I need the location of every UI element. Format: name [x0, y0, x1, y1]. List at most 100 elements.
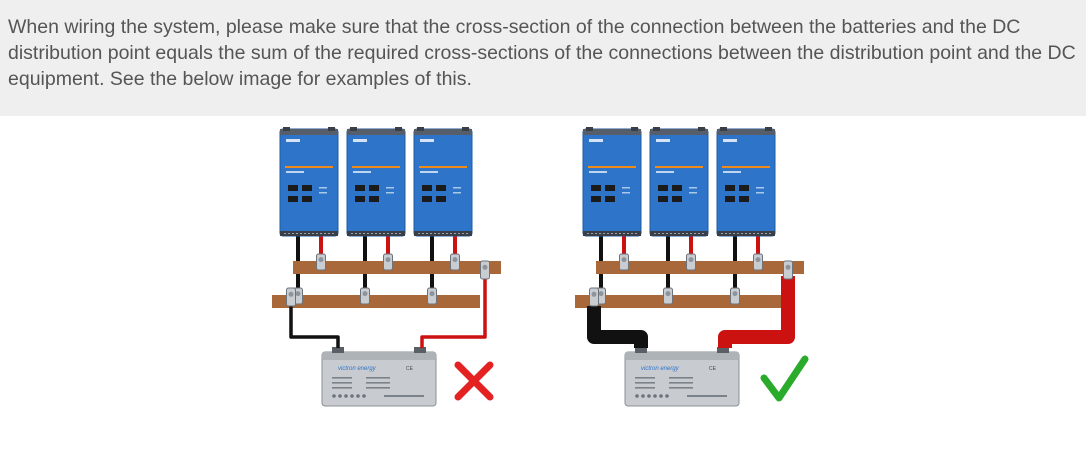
inverter-mount — [283, 127, 290, 131]
inverter-led-label — [622, 192, 630, 194]
inverter-display — [422, 196, 432, 202]
inverter-display — [739, 196, 749, 202]
battery-negative-cable — [289, 306, 340, 348]
cable-lug — [619, 253, 629, 271]
cable-lug — [663, 287, 673, 305]
green-check-icon — [760, 355, 809, 402]
inverter-display — [591, 185, 601, 191]
inverter-display — [605, 185, 615, 191]
inverter-display — [591, 196, 601, 202]
inverter-top-cap — [717, 129, 775, 135]
lug-bolt — [688, 257, 694, 263]
inverter-led-label — [756, 187, 764, 189]
inverter-led-label — [453, 192, 461, 194]
lug-body — [286, 287, 296, 307]
inverter-display — [658, 185, 668, 191]
inverter-body — [279, 128, 339, 237]
battery-warning-symbol — [635, 394, 639, 398]
inverter-display — [422, 185, 432, 191]
inverter-display — [725, 185, 735, 191]
lug-body — [480, 260, 490, 280]
inverter-display — [605, 196, 615, 202]
battery-spec-line — [332, 382, 352, 384]
battery-case — [321, 351, 437, 407]
inverter-display — [436, 185, 446, 191]
battery-warning-symbol — [653, 394, 657, 398]
battery-spec-line — [366, 382, 390, 384]
lug-body — [783, 260, 793, 280]
inverter-orange-stripe — [285, 166, 333, 168]
battery-spec-line — [669, 377, 693, 379]
inverter-negative-cable — [430, 234, 434, 274]
inverter-led-label — [622, 187, 630, 189]
inverter-led-label — [319, 187, 327, 189]
battery-warning-symbol — [647, 394, 651, 398]
inverter-display — [302, 196, 312, 202]
inverter-orange-stripe — [352, 166, 400, 168]
battery-negative-terminal — [635, 347, 647, 353]
inverter-display — [672, 185, 682, 191]
negative-busbar — [575, 295, 783, 308]
inverter-body — [413, 128, 473, 237]
instruction-note: When wiring the system, please make sure… — [0, 0, 1086, 116]
battery-spec-line — [366, 387, 390, 389]
inverter-body — [649, 128, 709, 237]
negative-busbar — [272, 295, 480, 308]
battery-url — [687, 395, 727, 397]
battery-ce-mark: CE — [709, 366, 717, 372]
cable-lug — [360, 287, 370, 305]
cable-lug — [286, 287, 296, 307]
inverter-unit — [279, 127, 339, 237]
lug-bolt — [429, 291, 435, 297]
inverter-led-label — [319, 192, 327, 194]
lug-bolt — [318, 257, 324, 263]
cable-lug — [730, 287, 740, 305]
inverter-display — [658, 196, 668, 202]
inverter-model-label — [286, 171, 304, 173]
inverter-led-label — [386, 187, 394, 189]
inverter-mount — [395, 127, 402, 131]
inverter-negative-cable — [666, 274, 670, 290]
lug-bolt — [732, 291, 738, 297]
battery-warning-symbol — [665, 394, 669, 398]
lug-bolt — [482, 264, 488, 270]
inverter-display — [288, 185, 298, 191]
inverter-display — [369, 185, 379, 191]
cable-lug — [427, 287, 437, 305]
inverter-unit — [413, 127, 473, 237]
battery-negative-terminal — [332, 347, 344, 353]
inverter-body — [716, 128, 776, 237]
inverter-negative-cable — [296, 274, 300, 290]
inverter-negative-cable — [430, 274, 434, 290]
cable-lug — [783, 260, 793, 280]
inverter-model-label — [589, 171, 607, 173]
inverter-led-label — [453, 187, 461, 189]
battery-negative-cable — [587, 306, 648, 348]
inverter-logo — [589, 139, 603, 142]
inverter-negative-cable — [733, 234, 737, 274]
inverter-mount — [462, 127, 469, 131]
lug-bolt — [785, 264, 791, 270]
inverter-negative-cable — [733, 274, 737, 290]
inverter-positive-cable — [622, 234, 626, 258]
inverter-mount — [631, 127, 638, 131]
inverter-positive-cable — [756, 234, 760, 258]
lug-bolt — [591, 291, 597, 297]
cross-stroke — [454, 361, 494, 401]
battery-lid — [322, 352, 436, 360]
lug-bolt — [452, 257, 458, 263]
cable-lug — [589, 287, 599, 307]
inverter-led-label — [386, 192, 394, 194]
inverter-mount — [765, 127, 772, 131]
battery-positive-terminal — [414, 347, 426, 353]
inverter-unit — [582, 127, 642, 237]
inverter-mount — [720, 127, 727, 131]
battery-warning-symbol — [641, 394, 645, 398]
inverter-logo — [353, 139, 367, 142]
inverter-mount — [653, 127, 660, 131]
